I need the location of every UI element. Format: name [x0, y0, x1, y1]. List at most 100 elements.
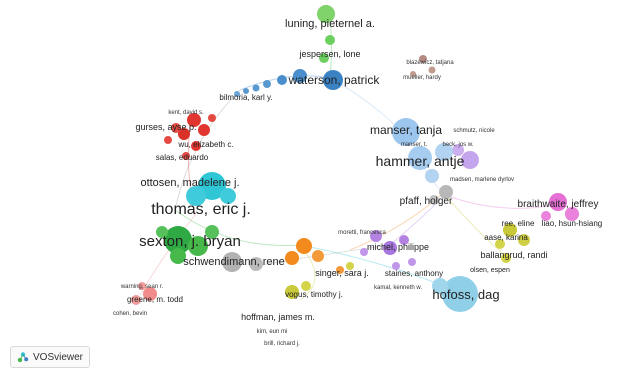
label-singer: singer, sara j. [315, 268, 369, 278]
node-jespersen[interactable] [325, 35, 335, 45]
node[interactable] [392, 262, 400, 270]
node-manser[interactable] [392, 118, 420, 146]
node[interactable] [408, 146, 432, 170]
node[interactable] [429, 195, 439, 205]
node[interactable] [503, 223, 517, 237]
node[interactable] [198, 124, 210, 136]
label-olsen: olsen, espen [470, 267, 510, 274]
node[interactable] [408, 258, 416, 266]
node[interactable] [301, 281, 311, 291]
label-greene: greene, m. todd [127, 295, 183, 304]
node[interactable] [187, 113, 201, 127]
node[interactable] [370, 230, 382, 242]
node-waterson[interactable] [323, 70, 343, 90]
label-cohen: cohen, bevin [113, 311, 147, 317]
label-hammer: hammer, antje [376, 153, 465, 169]
node[interactable] [319, 53, 329, 63]
node[interactable] [495, 239, 505, 249]
node[interactable] [285, 285, 299, 299]
node[interactable] [220, 188, 236, 204]
node[interactable] [131, 295, 141, 305]
node[interactable] [234, 91, 240, 97]
node[interactable] [252, 84, 260, 92]
label-salas: salas, eduardo [156, 153, 209, 162]
node[interactable] [178, 128, 190, 140]
node[interactable] [312, 250, 324, 262]
label-pfaff: pfaff, holger [400, 196, 453, 207]
label-waterson: waterson, patrick [288, 73, 381, 87]
node[interactable] [277, 75, 287, 85]
node[interactable] [410, 71, 416, 77]
node[interactable] [243, 88, 249, 94]
node[interactable] [541, 211, 551, 221]
node[interactable] [439, 185, 453, 199]
node[interactable] [293, 69, 307, 83]
label-bilmoria: bilmoria, karl y. [219, 93, 272, 102]
label-blazewicz: blazewicz, tatjana [406, 60, 454, 66]
node[interactable] [432, 278, 448, 294]
node[interactable] [435, 143, 453, 161]
node-sexton[interactable] [164, 226, 192, 254]
label-warning: warning, sean r. [120, 284, 164, 290]
node[interactable] [186, 186, 206, 206]
label-schwendimann: schwendimann, rene [183, 256, 285, 268]
node[interactable] [182, 152, 190, 160]
node[interactable] [191, 141, 201, 151]
label-mueller: mueller, hardy [403, 75, 441, 81]
node[interactable] [205, 225, 219, 239]
label-michel: michel, philippe [367, 242, 429, 252]
node[interactable] [360, 248, 368, 256]
label-manser: manser, tanja [370, 123, 442, 137]
node-schwendimann[interactable] [222, 252, 242, 272]
node[interactable] [263, 80, 271, 88]
node[interactable] [249, 257, 263, 271]
label-ottosen: ottosen, madelene j. [140, 177, 239, 189]
label-wu: wu, elizabeth c. [177, 140, 233, 149]
label-manser-t: manser, t. [401, 142, 428, 148]
node[interactable] [428, 66, 436, 74]
node[interactable] [208, 114, 216, 122]
label-braithwaite: braithwaite, jeffrey [518, 199, 599, 210]
vosviewer-badge[interactable]: VOSviewer [10, 346, 91, 368]
node[interactable] [171, 123, 181, 133]
node[interactable] [336, 266, 344, 274]
label-jespersen: jespersen, lone [298, 49, 360, 59]
node[interactable] [346, 262, 354, 270]
node[interactable] [518, 234, 530, 246]
vosviewer-logo-icon [17, 351, 29, 363]
label-hoffman: hoffman, james m. [241, 312, 315, 322]
node-braithwaite[interactable] [549, 193, 567, 211]
node[interactable] [419, 55, 427, 63]
node-hofoss[interactable] [442, 276, 478, 312]
node-luning[interactable] [317, 5, 335, 23]
node[interactable] [188, 236, 208, 256]
node[interactable] [296, 238, 312, 254]
node[interactable] [399, 235, 409, 245]
node-layer [131, 5, 579, 312]
node[interactable] [425, 169, 439, 183]
label-ree: ree, eline [502, 219, 535, 228]
label-luning: luning, pieternel a. [285, 18, 375, 30]
node[interactable] [285, 251, 299, 265]
label-layer: luning, pieternel a. jespersen, lone wat… [113, 18, 602, 347]
label-moretti: moretti, francesca [338, 230, 386, 236]
node[interactable] [156, 226, 168, 238]
vosviewer-label: VOSviewer [33, 351, 84, 363]
label-sexton: sexton, j. bryan [139, 233, 241, 250]
node-hammer[interactable] [461, 151, 479, 169]
label-kim: kim, eun mi [257, 329, 288, 335]
label-vogus: vogus, timothy j. [285, 290, 343, 299]
node[interactable] [383, 241, 397, 255]
label-liao: liao, hsun-hsiang [542, 219, 602, 228]
label-ballangrud: ballangrud, randi [480, 250, 547, 260]
node[interactable] [501, 253, 511, 263]
node[interactable] [565, 207, 579, 221]
node[interactable] [143, 287, 157, 301]
label-thomas: thomas, eric j. [151, 201, 251, 218]
label-kent: kent, david s. [168, 110, 204, 116]
node[interactable] [452, 144, 464, 156]
node[interactable] [170, 248, 186, 264]
node[interactable] [164, 136, 172, 144]
node[interactable] [138, 282, 146, 290]
